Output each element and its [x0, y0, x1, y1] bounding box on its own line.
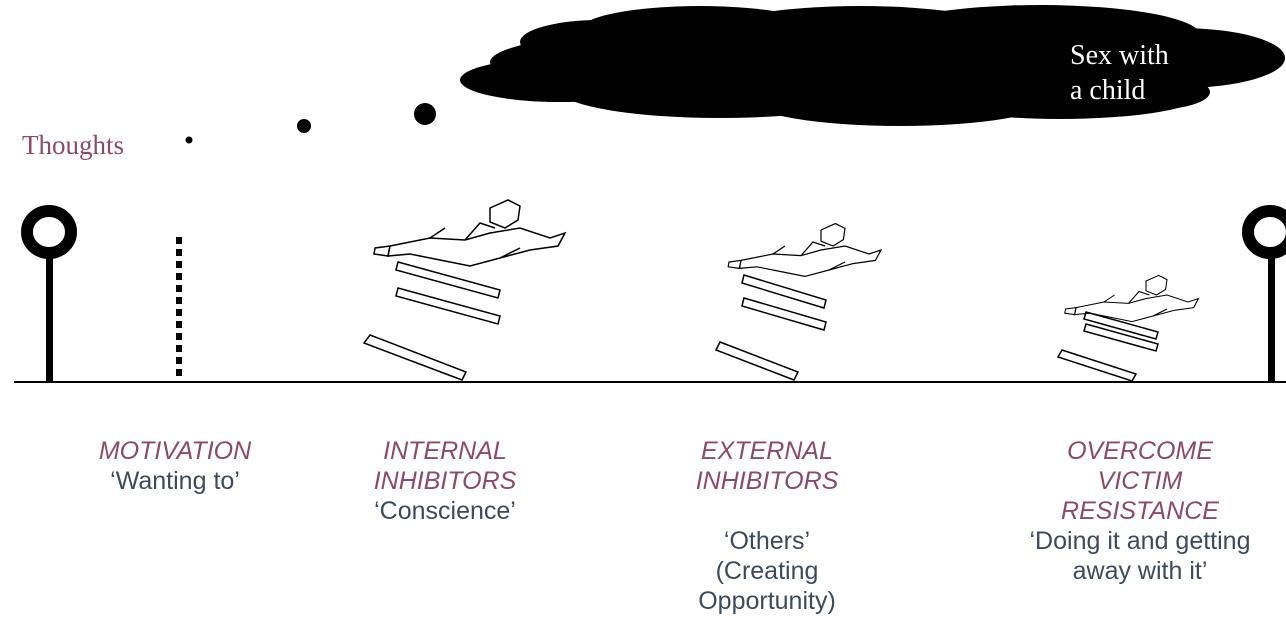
hurdler-icon	[374, 200, 565, 266]
stage-description: ‘Conscience’	[330, 496, 560, 526]
stage-description: (Creating	[652, 556, 882, 586]
stage-title: OVERCOME	[1000, 436, 1280, 466]
hurdle-icon	[364, 262, 500, 380]
stage-description: away with it’	[1000, 556, 1280, 586]
stage-title: RESISTANCE	[1000, 496, 1280, 526]
thought-bubble-large	[414, 103, 436, 125]
finish-post-icon	[1248, 211, 1286, 382]
stage-description: ‘Doing it and getting	[1000, 526, 1280, 556]
stage-internal-inhibitors: INTERNAL INHIBITORS ‘Conscience’	[330, 436, 560, 526]
stage-description: Opportunity)	[652, 586, 882, 616]
cloud-text-line: Sex with	[1070, 38, 1169, 73]
hurdler-icon	[728, 224, 881, 277]
stage-overcome-victim-resistance: OVERCOME VICTIM RESISTANCE ‘Doing it and…	[1000, 436, 1280, 586]
thoughts-label: Thoughts	[22, 130, 124, 161]
cloud-text: Sex with a child	[1070, 38, 1169, 108]
hurdle-icon	[716, 275, 826, 380]
stage-title: INTERNAL	[330, 436, 560, 466]
stage-description: ‘Others’	[652, 526, 882, 556]
stage-title: EXTERNAL	[652, 436, 882, 466]
stage-title: INHIBITORS	[330, 466, 560, 496]
start-post-icon	[27, 211, 71, 382]
stage-title: INHIBITORS	[652, 466, 882, 496]
stage-motivation: MOTIVATION ‘Wanting to’	[60, 436, 290, 496]
stage-description: ‘Wanting to’	[60, 466, 290, 496]
thought-bubble-medium	[297, 119, 311, 133]
stage-title: MOTIVATION	[60, 436, 290, 466]
hurdle-icon	[1058, 312, 1158, 381]
stage-title: VICTIM	[1000, 466, 1280, 496]
thought-bubble-small	[186, 137, 193, 144]
stage-external-inhibitors: EXTERNAL INHIBITORS ‘Others’ (Creating O…	[652, 436, 882, 616]
cloud-text-line: a child	[1070, 73, 1169, 108]
stage-description	[652, 496, 882, 526]
